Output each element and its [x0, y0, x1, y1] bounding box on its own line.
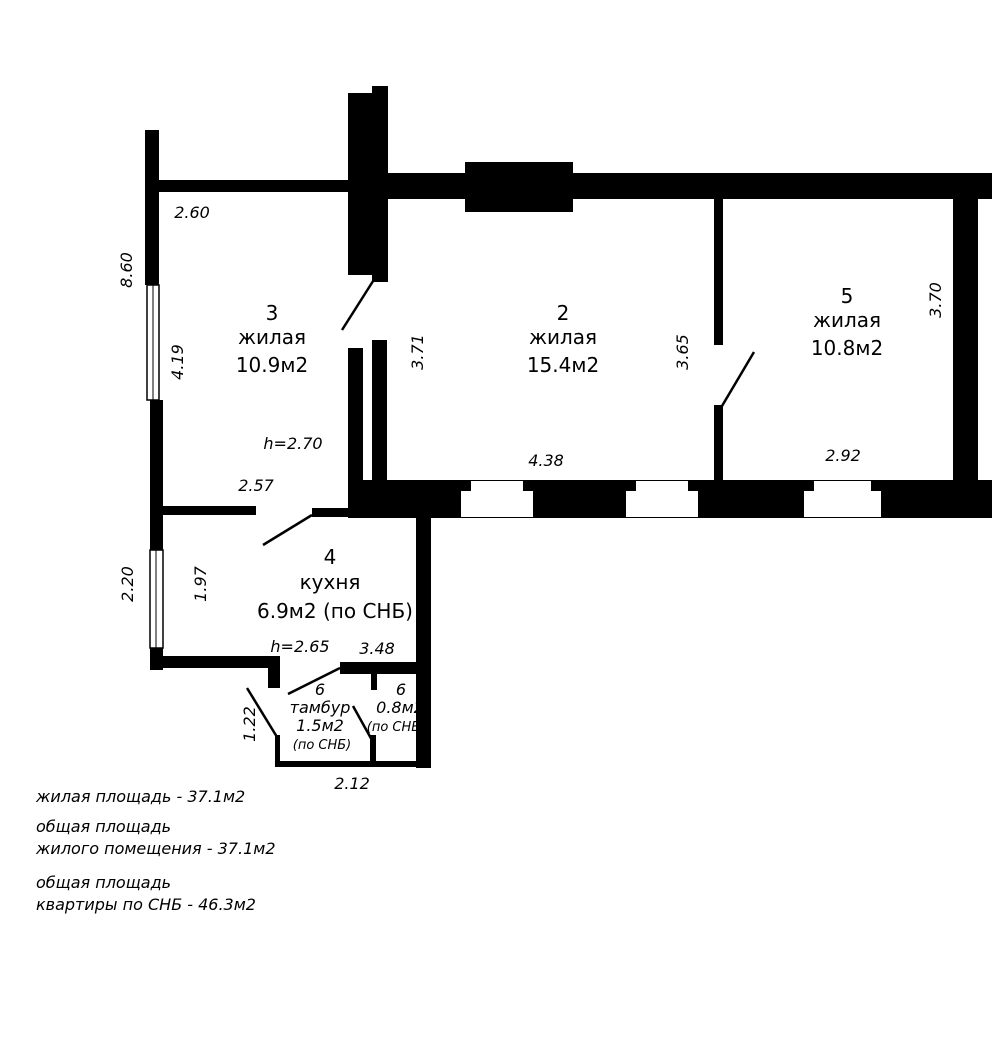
room-5-type: жилая: [813, 308, 881, 332]
room-2-label: 2 жилая 15.4м2: [527, 301, 599, 377]
summary-total-living-line1: общая площадь: [36, 817, 172, 836]
room-6a-label: 6 тамбур 1.5м2 (по СНБ): [290, 680, 352, 753]
summary-living-area: жилая площадь - 37.1м2: [36, 787, 246, 806]
room-3-label: 3 жилая 10.9м2 h=2.70: [236, 301, 323, 453]
wall-vestibule-left: [275, 735, 280, 765]
wall-vestibule-bottom: [275, 761, 431, 767]
room-6b-number: 6: [396, 680, 406, 699]
wall-left-upper: [145, 130, 159, 285]
windows: [146, 284, 881, 649]
summary-total-snb-line1: общая площадь: [36, 873, 172, 892]
doors: [245, 277, 756, 743]
window-room3: [146, 284, 160, 401]
room-4-number: 4: [324, 545, 337, 569]
dim-2-57: 2.57: [238, 476, 274, 495]
summary-total-living-line2: жилого помещения - 37.1м2: [36, 839, 276, 858]
dim-8-60: 8.60: [117, 252, 136, 288]
dim-3-65: 3.65: [673, 334, 692, 370]
room-5-area: 10.8м2: [811, 336, 883, 360]
wall-kitchen-bottom-right: [340, 662, 420, 674]
dim-4-19: 4.19: [168, 344, 187, 380]
door-kitchen-room3: [262, 513, 313, 547]
door-vestibule-entrance: [245, 687, 279, 738]
wall-left-mid: [150, 400, 163, 550]
room-4-label: 4 кухня 6.9м2 (по СНБ) h=2.65: [257, 545, 413, 656]
wall-vestibule-post: [371, 674, 377, 690]
room-4-type: кухня: [300, 570, 361, 594]
dimensions: 2.60 8.60 4.19 3.71 3.65 3.70 4.38 2.92 …: [117, 203, 945, 793]
window-room5: [804, 481, 881, 517]
dim-1-97: 1.97: [191, 565, 210, 601]
room-3-type: жилая: [238, 325, 306, 349]
room-5-number: 5: [841, 284, 854, 308]
wall-room3-kitchen-left: [163, 506, 256, 515]
dim-3-71: 3.71: [408, 334, 427, 370]
wall-partition-2-5-lower: [714, 405, 723, 480]
room-2-area: 15.4м2: [527, 353, 599, 377]
room-5-label: 5 жилая 10.8м2: [811, 284, 883, 360]
window-room2-a: [461, 481, 533, 517]
room-6b-note: (по СНБ): [367, 720, 426, 735]
dim-1-22: 1.22: [240, 706, 259, 742]
room-3-area: 10.9м2: [236, 353, 308, 377]
room-6b-label: 6 0.8м2 (по СНБ): [367, 680, 426, 735]
wall-column-cap: [372, 86, 388, 282]
room-4-area: 6.9м2 (по СНБ): [257, 599, 413, 623]
wall-column-lower-b: [372, 340, 387, 490]
wall-kitchen-left: [150, 515, 163, 550]
door-room2-room5: [720, 351, 756, 407]
dim-2-92: 2.92: [825, 446, 861, 465]
wall-kitchen-bottom-join: [268, 660, 280, 688]
dim-2-60: 2.60: [174, 203, 210, 222]
dim-3-70: 3.70: [926, 282, 945, 318]
wall-column-lower: [348, 348, 363, 518]
room-6a-area: 1.5м2: [296, 716, 344, 735]
room-6a-type: тамбур: [290, 698, 351, 717]
walls: [145, 86, 992, 768]
dim-2-12: 2.12: [334, 774, 370, 793]
door-room3-room2: [340, 277, 377, 331]
room-6a-note: (по СНБ): [293, 738, 352, 753]
door-kitchen-vestibule: [287, 666, 341, 696]
dim-2-20: 2.20: [118, 566, 137, 602]
wall-top-room3: [159, 180, 354, 192]
door-closet: [351, 705, 375, 743]
summary-total-snb-line2: квартиры по СНБ - 46.3м2: [36, 895, 256, 914]
wall-top-pier: [465, 162, 573, 212]
room-2-number: 2: [557, 301, 570, 325]
window-kitchen: [149, 549, 164, 649]
wall-vestibule-divider: [370, 735, 376, 763]
dim-4-38: 4.38: [528, 451, 564, 470]
wall-room3-kitchen-right: [312, 508, 352, 517]
wall-kitchen-right: [416, 518, 431, 768]
room-6b-area: 0.8м2: [376, 698, 424, 717]
room-6a-number: 6: [315, 680, 325, 699]
room-3-height: h=2.70: [263, 434, 322, 453]
room-3-number: 3: [266, 301, 279, 325]
wall-kitchen-bottom-left: [150, 656, 280, 668]
wall-right: [953, 199, 978, 481]
window-room2-b: [626, 481, 698, 517]
dim-3-48: 3.48: [359, 639, 395, 658]
room-2-type: жилая: [529, 325, 597, 349]
wall-column-upper: [348, 93, 375, 275]
room-4-height: h=2.65: [270, 637, 329, 656]
wall-partition-2-5-upper: [714, 199, 723, 345]
